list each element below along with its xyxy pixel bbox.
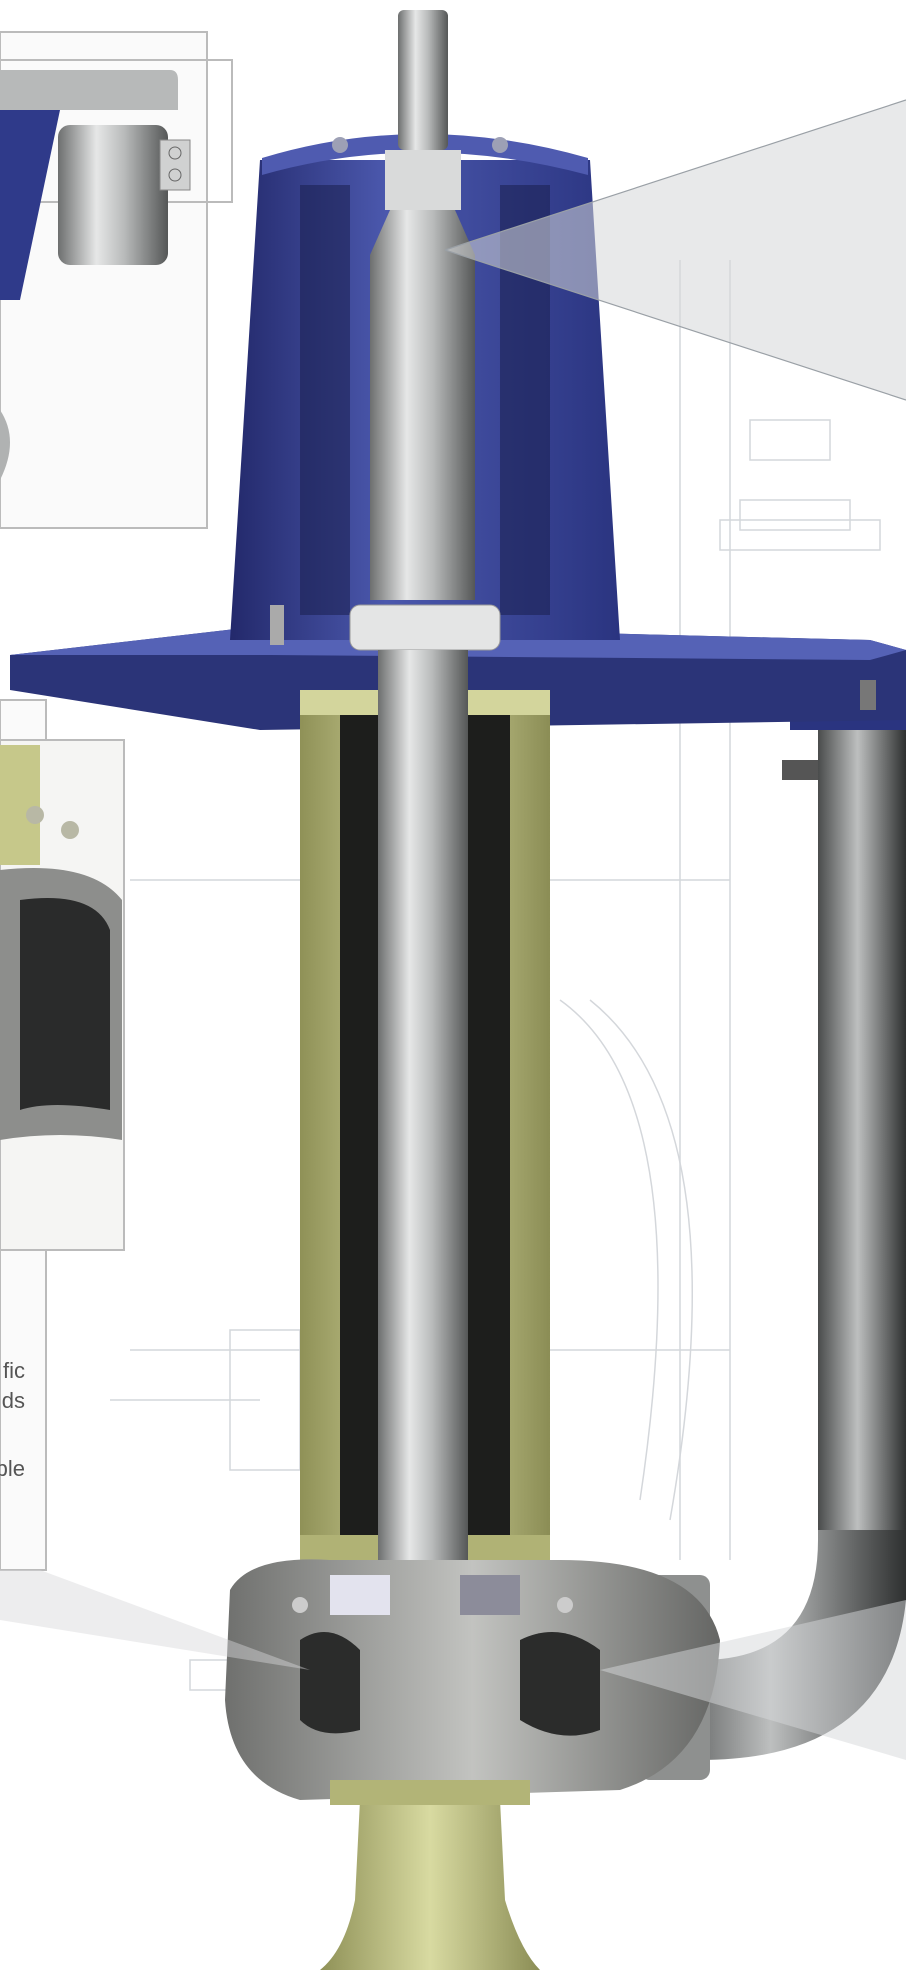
callout-text-line-2: ds xyxy=(2,1388,25,1413)
motor-inset xyxy=(0,31,233,529)
suction-bell xyxy=(320,1780,540,1970)
background-drawing-lines xyxy=(110,260,881,1691)
casing-inset xyxy=(0,699,125,1571)
callout-text-line-3: ble xyxy=(0,1456,25,1481)
callout-text-line-1: fic xyxy=(3,1358,25,1383)
pump-shaft xyxy=(349,10,501,1590)
pump-casing xyxy=(225,1559,720,1800)
callout-wedges xyxy=(0,99,906,1760)
